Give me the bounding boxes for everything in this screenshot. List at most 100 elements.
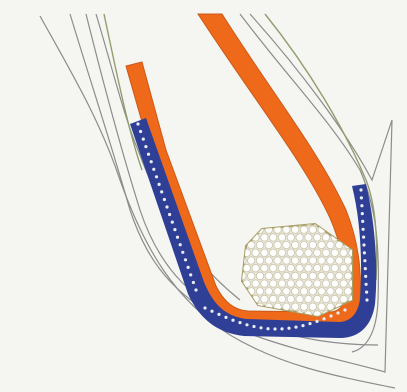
blue-dot xyxy=(194,288,197,291)
blue-dot xyxy=(336,311,339,314)
core-cell xyxy=(322,234,329,241)
core-cell xyxy=(278,280,285,287)
core-cell xyxy=(292,272,299,279)
core-cell xyxy=(344,272,351,279)
blue-dot xyxy=(273,327,276,330)
blue-dot xyxy=(144,145,147,148)
core-cell xyxy=(305,280,312,287)
blue-dot xyxy=(364,275,367,278)
blue-dot xyxy=(203,306,206,309)
core-cell xyxy=(261,280,268,287)
core-cell xyxy=(261,295,268,302)
core-cell xyxy=(270,265,277,272)
core-cell xyxy=(287,280,294,287)
blue-dot xyxy=(343,308,346,311)
blue-dot xyxy=(155,175,158,178)
core-cell xyxy=(256,241,263,248)
core-cell xyxy=(305,295,312,302)
core-cell xyxy=(270,234,277,241)
blue-dot xyxy=(363,251,366,254)
blue-dot xyxy=(361,212,364,215)
core-cell xyxy=(322,265,329,272)
blue-dot xyxy=(362,228,365,231)
blue-dot xyxy=(210,310,213,313)
core-cell xyxy=(340,280,347,287)
core-cell xyxy=(274,272,281,279)
blue-dot xyxy=(362,236,365,239)
core-cell xyxy=(300,272,307,279)
core-cell xyxy=(283,303,290,310)
blue-dot xyxy=(147,153,150,156)
core-cell xyxy=(296,249,303,256)
blue-dot xyxy=(136,122,139,125)
core-cell xyxy=(261,218,268,225)
blue-dot xyxy=(142,138,145,141)
core-cell xyxy=(243,295,250,302)
core-cell xyxy=(265,241,272,248)
blue-dot xyxy=(150,160,153,163)
blue-dot xyxy=(165,205,168,208)
core-cell xyxy=(248,272,255,279)
core-cell xyxy=(234,265,241,272)
blue-dot xyxy=(231,319,234,322)
core-cell xyxy=(305,249,312,256)
core-cell xyxy=(300,241,307,248)
core-cell xyxy=(248,257,255,264)
core-cell xyxy=(292,288,299,295)
blue-dot xyxy=(176,236,179,239)
core-cell xyxy=(327,257,334,264)
blue-dot xyxy=(238,321,241,324)
blue-dot xyxy=(364,267,367,270)
core-cell xyxy=(300,226,307,233)
core-cell xyxy=(234,280,241,287)
core-cell xyxy=(340,249,347,256)
core-cell xyxy=(243,234,250,241)
core-cell xyxy=(248,303,255,310)
core-cell xyxy=(340,265,347,272)
core-cell xyxy=(243,218,250,225)
core-cell xyxy=(252,280,259,287)
core-cell xyxy=(322,218,329,225)
core-cell xyxy=(292,303,299,310)
core-cell xyxy=(322,249,329,256)
core-cell xyxy=(283,226,290,233)
core-cell xyxy=(252,265,259,272)
blue-dot xyxy=(252,325,255,328)
core-cell xyxy=(296,234,303,241)
core-cell xyxy=(331,265,338,272)
blue-dot xyxy=(329,314,332,317)
core-cell xyxy=(309,257,316,264)
blue-dot xyxy=(171,221,174,224)
core-cell xyxy=(344,288,351,295)
blue-dot xyxy=(322,317,325,320)
core-cell xyxy=(318,288,325,295)
core-cell xyxy=(305,234,312,241)
core-cell xyxy=(270,218,277,225)
blue-dot xyxy=(315,320,318,323)
blue-dot xyxy=(187,266,190,269)
blue-dot xyxy=(360,204,363,207)
blue-dot xyxy=(301,324,304,327)
core-cell xyxy=(305,265,312,272)
core-cell xyxy=(292,241,299,248)
core-cell xyxy=(278,265,285,272)
blue-dot xyxy=(365,291,368,294)
core-cell xyxy=(278,218,285,225)
core-cell xyxy=(327,241,334,248)
core-cell xyxy=(261,265,268,272)
core-cell xyxy=(309,241,316,248)
core-cell xyxy=(283,241,290,248)
blue-dot xyxy=(224,316,227,319)
core-cell xyxy=(234,249,241,256)
core-cell xyxy=(336,288,343,295)
blue-dot xyxy=(184,258,187,261)
core-cell xyxy=(261,249,268,256)
core-cell xyxy=(344,257,351,264)
core-cell xyxy=(274,257,281,264)
core-cell xyxy=(252,249,259,256)
core-cell xyxy=(300,288,307,295)
core-cell xyxy=(318,257,325,264)
core-cell xyxy=(309,226,316,233)
core-cell xyxy=(287,265,294,272)
